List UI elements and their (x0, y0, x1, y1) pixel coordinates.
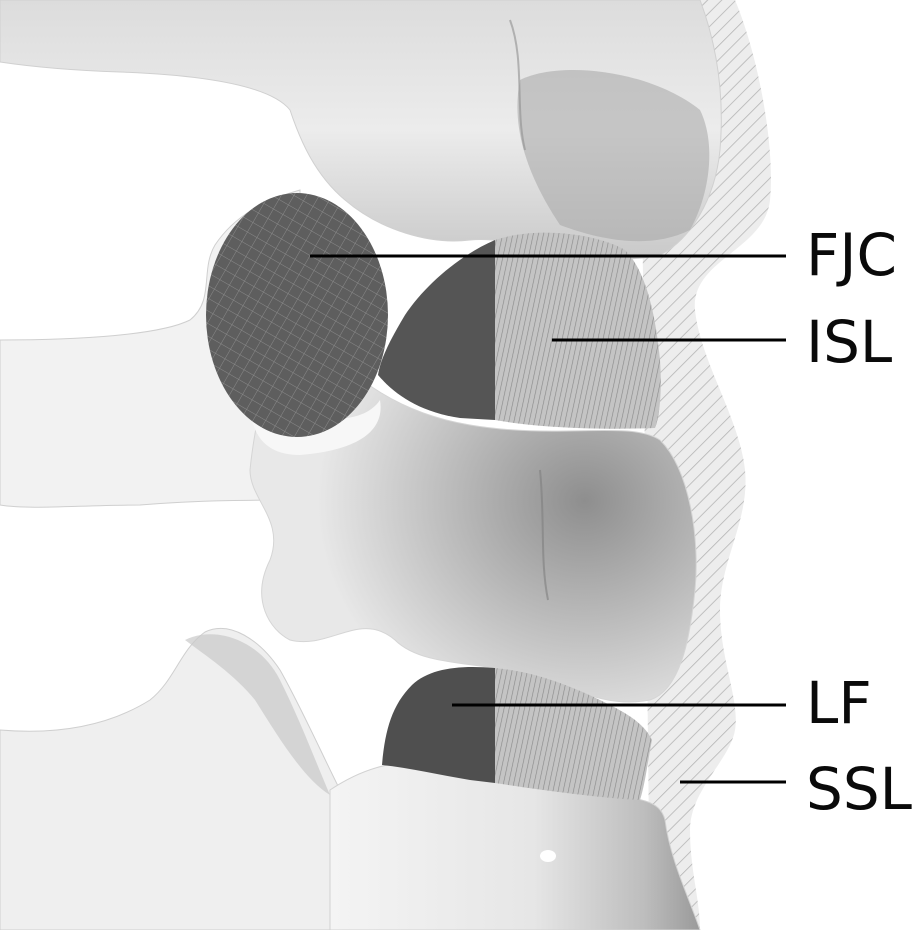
label-ssl: SSL (806, 760, 912, 818)
label-lf: LF (806, 674, 872, 732)
fjc-ellipse (206, 193, 388, 437)
label-fjc: FJC (806, 226, 897, 284)
label-isl: ISL (806, 313, 892, 371)
